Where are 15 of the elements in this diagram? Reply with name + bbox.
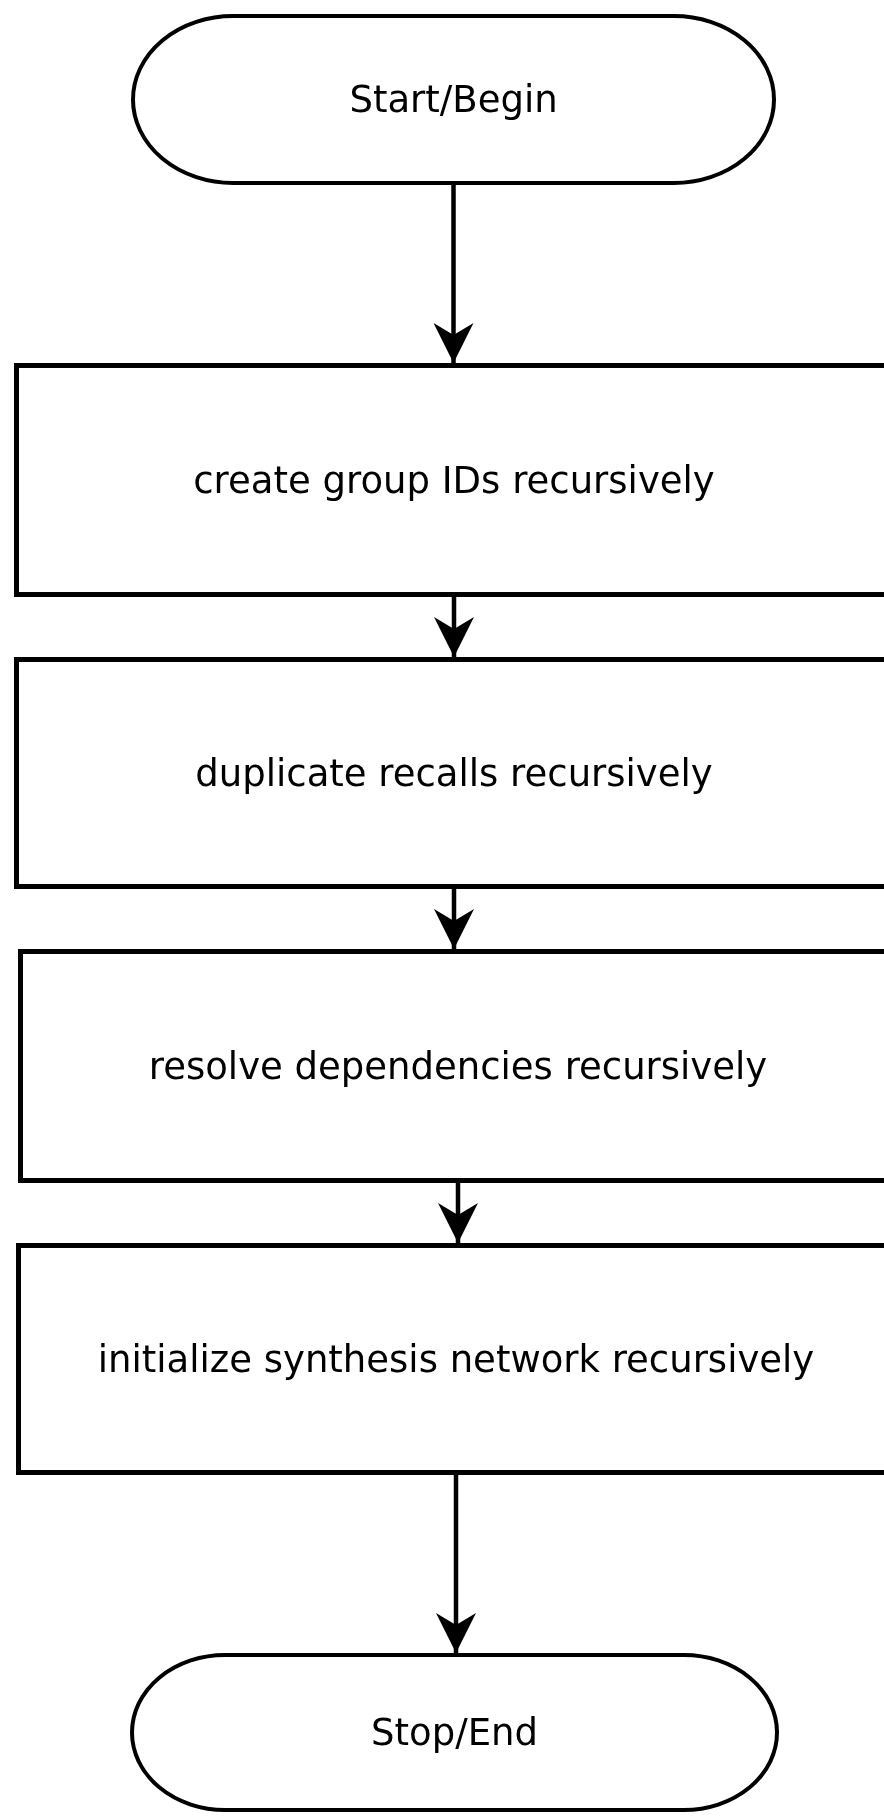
arrow	[436, 1475, 476, 1653]
node-label: Start/Begin	[349, 78, 558, 121]
arrow	[438, 1183, 478, 1243]
process-box	[14, 657, 884, 889]
process-box	[14, 363, 884, 597]
process-box	[16, 1243, 884, 1475]
arrow	[433, 185, 474, 363]
node-label: duplicate recalls recursively	[195, 751, 713, 795]
node-label: resolve dependencies recursively	[148, 1044, 768, 1088]
node-label: create group IDs recursively	[193, 458, 715, 502]
arrow	[434, 597, 474, 657]
process-box	[18, 949, 884, 1183]
node-label: initialize synthesis network recursively	[97, 1337, 815, 1381]
arrow	[434, 889, 474, 949]
node-label: Stop/End	[371, 1711, 538, 1754]
